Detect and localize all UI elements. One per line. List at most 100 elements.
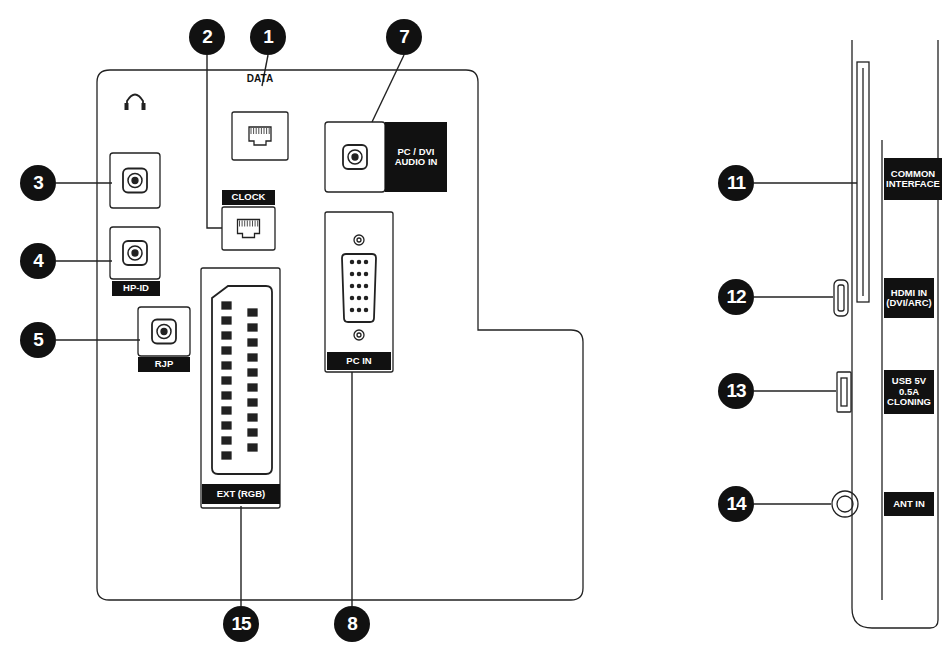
rj45-pin: [269, 128, 270, 134]
jack-frame: [110, 153, 160, 208]
port-label: COMMON INTERFACE: [886, 169, 940, 190]
callout-number: 3: [20, 165, 56, 201]
port-label: PC / DVI AUDIO IN: [387, 147, 445, 168]
rj45-body: [249, 127, 271, 145]
scart-pin: [248, 444, 257, 451]
jack-hole: [352, 154, 358, 160]
jack-frame: [138, 307, 190, 356]
scart-pin: [248, 399, 257, 406]
vga-pin: [364, 284, 367, 287]
headphone-icon: [127, 95, 143, 109]
vga-pin: [357, 308, 360, 311]
scart-pin: [222, 317, 231, 324]
port-drawing: [357, 333, 361, 337]
port-drawing: [837, 496, 853, 512]
port-label: HP-ID: [123, 283, 149, 293]
jack-body: [123, 241, 147, 265]
vga-shell: [342, 254, 376, 322]
vga-pin: [350, 272, 353, 275]
jack-ring: [348, 150, 362, 164]
port-label: RJP: [155, 359, 173, 369]
jack-hole: [161, 329, 167, 335]
scart-pin: [222, 407, 231, 414]
port-drawing: [862, 68, 863, 296]
leader-lines: [56, 55, 857, 606]
callout-number: 2: [189, 19, 225, 55]
usb-port: [837, 372, 851, 412]
scart-pin: [222, 392, 231, 399]
scart-pin: [222, 347, 231, 354]
rj45-pin: [249, 221, 250, 227]
rj45-body: [238, 220, 260, 238]
callout-number: 14: [718, 486, 754, 522]
vga-pin: [364, 260, 367, 263]
ant-port: [832, 491, 858, 517]
rj45-pin: [244, 221, 245, 227]
rj45-pin: [253, 128, 254, 134]
side-panel-outline: [852, 40, 938, 628]
scart-pin: [248, 324, 257, 331]
rj45-pin: [264, 128, 265, 134]
callout-number: 4: [20, 243, 56, 279]
jack-frame: [222, 207, 275, 250]
jack-frame: [232, 112, 288, 160]
port-label-tag: HP-ID: [112, 281, 160, 296]
callout-number: 5: [20, 322, 56, 358]
rj45-pin: [252, 221, 253, 227]
jack-hole: [132, 250, 138, 256]
port-label-tag: RJP: [138, 357, 190, 372]
port-label-tag: PC IN: [327, 352, 391, 370]
port-label: CLOCK: [232, 192, 266, 202]
rj45-pin: [242, 221, 243, 227]
vga-pin: [364, 296, 367, 299]
rj45-pin: [239, 221, 240, 227]
port-label-tag: ANT IN: [884, 492, 934, 516]
port-label: HDMI IN (DVI/ARC): [886, 288, 932, 309]
port-label: EXT (RGB): [217, 489, 266, 499]
jack-hole: [132, 178, 138, 184]
jack-frame: [110, 227, 160, 279]
rj45-pin: [251, 128, 252, 134]
rj45-pin: [261, 128, 262, 134]
scart-pin: [248, 429, 257, 436]
vga-pin: [350, 308, 353, 311]
scart-pin: [222, 452, 231, 459]
jack-ring: [157, 325, 171, 339]
vga-pin: [364, 272, 367, 275]
callout-number: 8: [334, 606, 370, 642]
vga-pin: [357, 296, 360, 299]
hdmi-port: [834, 280, 848, 316]
scart-pin: [222, 377, 231, 384]
port-label-tag: HDMI IN (DVI/ARC): [884, 278, 934, 318]
callout-number: 15: [223, 606, 259, 642]
vga-pin: [357, 272, 360, 275]
vga-pin: [357, 284, 360, 287]
port-label-tag: EXT (RGB): [202, 484, 280, 504]
port-drawing: [838, 285, 844, 311]
rj45-pin: [258, 128, 259, 134]
scart-pin: [248, 369, 257, 376]
port-label: ANT IN: [893, 499, 925, 509]
scart-pin: [248, 414, 257, 421]
jack-body: [123, 169, 147, 193]
callout-number: 1: [250, 19, 286, 55]
rj45-pin: [266, 128, 267, 134]
scart-shell: [212, 286, 272, 474]
jack-frame: [325, 122, 385, 192]
port-drawing: [841, 378, 847, 406]
port-label: PC IN: [346, 356, 371, 366]
vga-pin: [357, 260, 360, 263]
vga-pin: [350, 284, 353, 287]
vga-pin: [350, 260, 353, 263]
side-panel-divider: [881, 140, 882, 600]
scart-pin: [222, 422, 231, 429]
port-label-tag: PC / DVI AUDIO IN: [385, 122, 447, 192]
vga-pin: [350, 296, 353, 299]
rj45-pin: [256, 128, 257, 134]
scart-pin: [222, 332, 231, 339]
port-label-tag: COMMON INTERFACE: [884, 158, 942, 200]
ext-frame: [201, 268, 280, 508]
port-label-tag: CLOCK: [222, 190, 275, 205]
scart-pin: [248, 309, 257, 316]
